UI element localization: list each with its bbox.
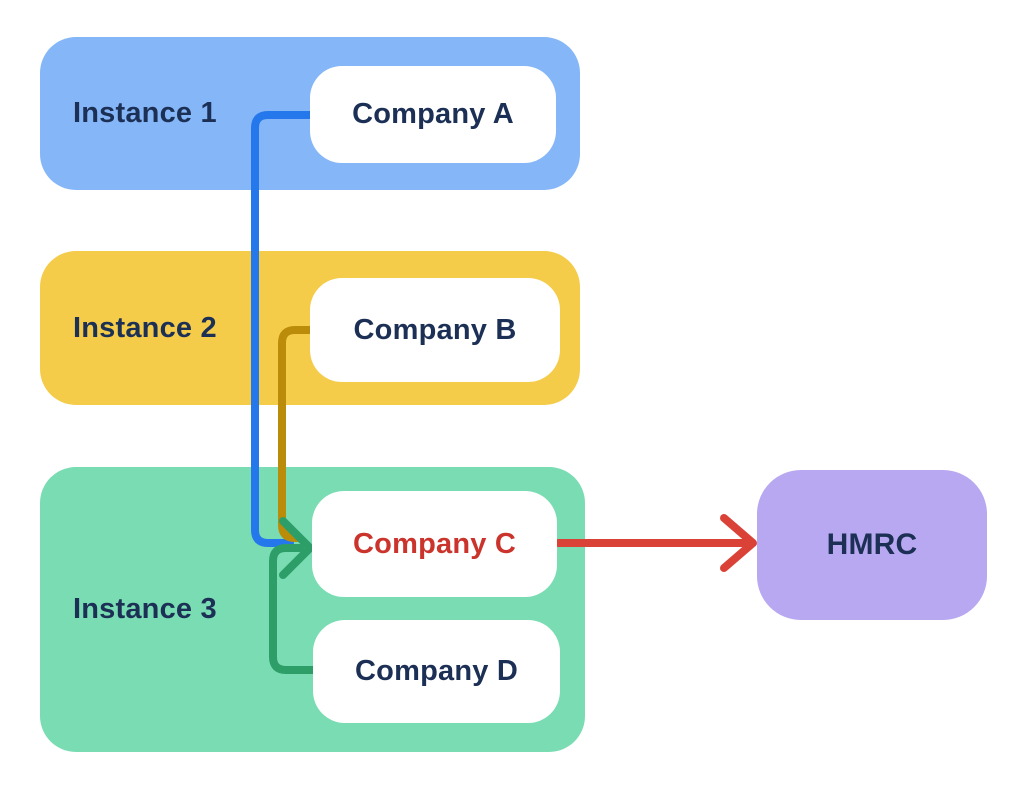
instance-1-label: Instance 1: [73, 97, 217, 129]
instance-2-label: Instance 2: [73, 311, 217, 344]
instance-3-label: Instance 3: [73, 593, 217, 625]
arrowhead-red-icon: [720, 514, 757, 572]
company-a-node: Company A: [310, 66, 556, 163]
company-a-label: Company A: [352, 98, 514, 130]
company-d-node: Company D: [313, 620, 560, 723]
company-d-label: Company D: [355, 655, 518, 687]
hmrc-label: HMRC: [826, 528, 918, 561]
company-c-label: Company C: [353, 527, 516, 560]
company-c-node: Company C: [312, 491, 557, 597]
hmrc-node: HMRC: [757, 470, 987, 620]
company-b-label: Company B: [353, 313, 517, 346]
company-b-node: Company B: [310, 278, 560, 382]
